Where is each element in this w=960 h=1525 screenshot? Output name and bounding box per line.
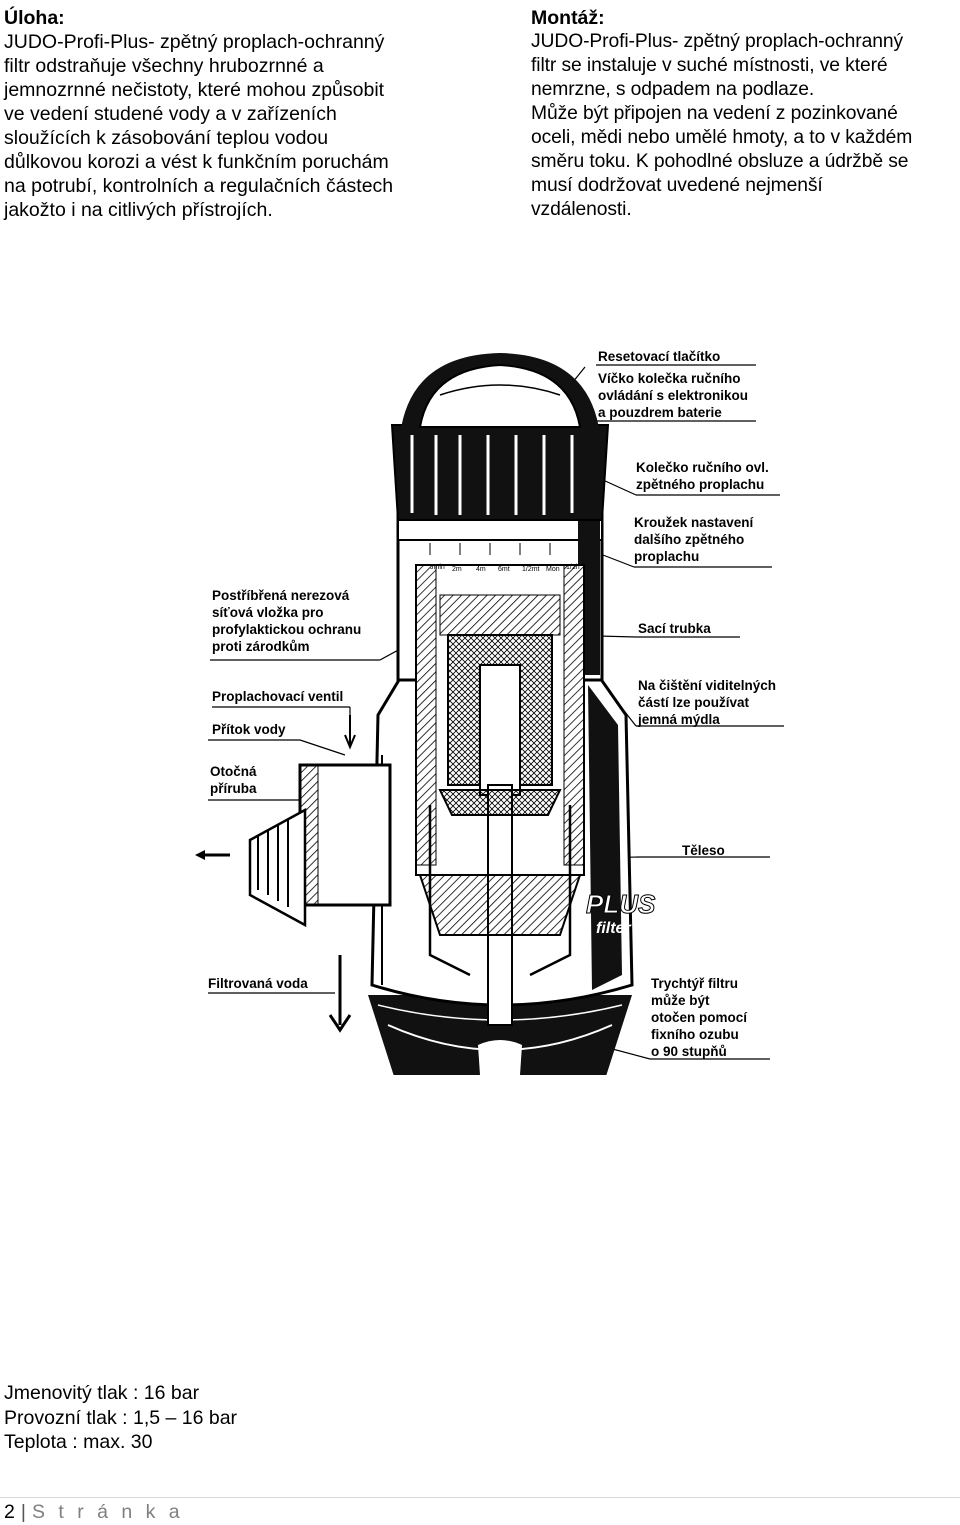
filter-cutaway-figure: PLUS filter Jmin 2m 4m 6mt 1/2mt Mon 1/2… <box>0 335 960 1075</box>
callout-line: Otočná <box>210 764 257 779</box>
task-line: jakožto i na citlivých přístrojích. <box>4 199 273 221</box>
task-line: na potrubí, kontrolních a regulačních čá… <box>4 175 394 197</box>
callout-line: ovládání s elektronikou <box>598 388 749 403</box>
callout-reset-button: Resetovací tlačítko <box>598 348 720 365</box>
scale-mark: 2m <box>452 566 462 573</box>
task-line: důlkovou korozi a vést k funkčním poruch… <box>4 151 389 173</box>
funnel <box>368 995 632 1075</box>
cap-dome <box>400 353 600 435</box>
page-footer: 2|S t r á n k a <box>4 1500 184 1524</box>
callout-line: proplachu <box>634 549 700 564</box>
callout-inflow: Přítok vody <box>212 721 286 738</box>
callout-line: Na čištění viditelných <box>638 678 777 693</box>
footer-separator: | <box>20 1501 26 1523</box>
task-heading: Úloha: <box>4 7 65 29</box>
callout-line: o 90 stupňů <box>651 1044 727 1059</box>
installation-text: JUDO-Profi-Plus- zpětný proplach-ochrann… <box>531 30 956 222</box>
callout-line: Přítok vody <box>212 722 286 737</box>
installation-line: filtr se instaluje v suché místnosti, ve… <box>531 55 888 76</box>
callout-line: může být <box>651 993 710 1008</box>
callout-line: Sací trubka <box>638 621 711 636</box>
specifications: Jmenovitý tlak : 16 bar Provozní tlak : … <box>4 1381 237 1455</box>
spec-operating-pressure: Provozní tlak : 1,5 – 16 bar <box>4 1406 238 1429</box>
callout-filtered-water: Filtrovaná voda <box>208 975 308 992</box>
callout-cleaning: Na čištění viditelných částí lze používa… <box>638 677 776 728</box>
scale-mark: 4m <box>476 566 486 573</box>
task-line: sloužících k zásobování teplou vodou <box>4 127 329 149</box>
scale-mark: 1/2h <box>566 564 580 571</box>
task-section: Úloha: JUDO-Profi-Plus- zpětný proplach-… <box>4 6 474 222</box>
callout-body: Těleso <box>682 842 725 859</box>
installation-line: oceli, mědi nebo umělé hmoty, a to v kaž… <box>531 127 913 148</box>
scale-mark: 6mt <box>498 566 510 573</box>
installation-heading: Montáž: <box>531 7 605 29</box>
callout-flush-valve: Proplachovací ventil <box>212 688 343 705</box>
installation-section: Montáž: JUDO-Profi-Plus- zpětný proplach… <box>531 6 956 222</box>
filter-cutaway-drawing: PLUS filter Jmin 2m 4m 6mt 1/2mt Mon 1/2… <box>195 353 784 1075</box>
callout-line: fixního ozubu <box>651 1027 739 1042</box>
callout-line: příruba <box>210 781 257 796</box>
scale-mark: Jmin <box>430 564 445 571</box>
spec-temperature: Teplota : max. 30 <box>4 1431 153 1453</box>
callout-line: Kroužek nastavení <box>634 515 754 530</box>
brand-filter: filter <box>596 920 631 937</box>
page-number: 2 <box>4 1501 15 1523</box>
spec-nominal-pressure: Jmenovitý tlak : 16 bar <box>4 1382 200 1404</box>
callout-line: dalšího zpětného <box>634 532 745 547</box>
scale-mark: Mon <box>546 566 560 573</box>
brand-plus: PLUS <box>586 889 656 919</box>
callout-line: profylaktickou ochranu <box>212 622 362 637</box>
footer-divider <box>0 1497 960 1498</box>
task-line: JUDO-Profi-Plus- zpětný proplach-ochrann… <box>4 31 385 53</box>
callout-line: otočen pomocí <box>651 1010 748 1025</box>
task-text: JUDO-Profi-Plus- zpětný proplach-ochrann… <box>4 30 474 222</box>
callout-line: Trychtýř filtru <box>651 976 739 991</box>
callout-funnel: Trychtýř filtru může být otočen pomocí f… <box>651 975 747 1060</box>
installation-line: směru toku. K pohodlné obsluze a údržbě … <box>531 151 909 172</box>
manual-wheel <box>390 424 610 521</box>
task-line: ve vedení studené vody a v zařízeních <box>4 103 337 125</box>
callout-line: síťová vložka pro <box>212 605 324 620</box>
page-word: S t r á n k a <box>31 1501 184 1523</box>
callout-cap: Víčko kolečka ručního ovládání s elektro… <box>598 370 748 421</box>
scale-mark: 1/2mt <box>522 566 540 573</box>
callout-line: částí lze používat <box>638 695 750 710</box>
installation-line: nemrzne, s odpadem na podlaze. <box>531 79 815 100</box>
callout-line: zpětného proplachu <box>636 477 765 492</box>
installation-line: JUDO-Profi-Plus- zpětný proplach-ochrann… <box>531 31 904 52</box>
callout-line: Víčko kolečka ručního <box>598 371 741 386</box>
brand-print: PLUS filter <box>586 889 657 938</box>
installation-line: musí dodržovat uvedené nejmenší <box>531 175 823 196</box>
callout-wheel: Kolečko ručního ovl. zpětného proplachu <box>636 459 769 493</box>
callout-line: jemná mýdla <box>638 712 720 727</box>
callout-rotary-flange: Otočná příruba <box>210 763 257 797</box>
callout-silver-insert: Postříbřená nerezová síťová vložka pro p… <box>212 587 361 655</box>
callout-line: a pouzdrem baterie <box>598 405 722 420</box>
callout-line: Resetovací tlačítko <box>598 349 721 364</box>
callout-line: Proplachovací ventil <box>212 689 344 704</box>
callout-suction-tube: Sací trubka <box>638 620 711 637</box>
callout-ring: Kroužek nastavení dalšího zpětného propl… <box>634 514 753 565</box>
callout-line: Těleso <box>682 843 725 858</box>
task-line: jemnozrnné nečistoty, které mohou způsob… <box>4 79 385 101</box>
installation-line: Může být připojen na vedení z pozinkovan… <box>531 103 898 124</box>
cutaway-interior <box>415 564 585 1026</box>
scale-marks: Jmin 2m 4m 6mt 1/2mt Mon 1/2h <box>430 564 580 573</box>
callout-line: proti zárodkům <box>212 639 310 654</box>
task-line: filtr odstraňuje všechny hrubozrnné a <box>4 55 324 77</box>
callout-line: Filtrovaná voda <box>208 976 308 991</box>
callout-line: Postříbřená nerezová <box>212 588 350 603</box>
installation-line: vzdálenosti. <box>531 199 632 220</box>
callout-line: Kolečko ručního ovl. <box>636 460 769 475</box>
inlet-flange <box>195 715 392 1033</box>
